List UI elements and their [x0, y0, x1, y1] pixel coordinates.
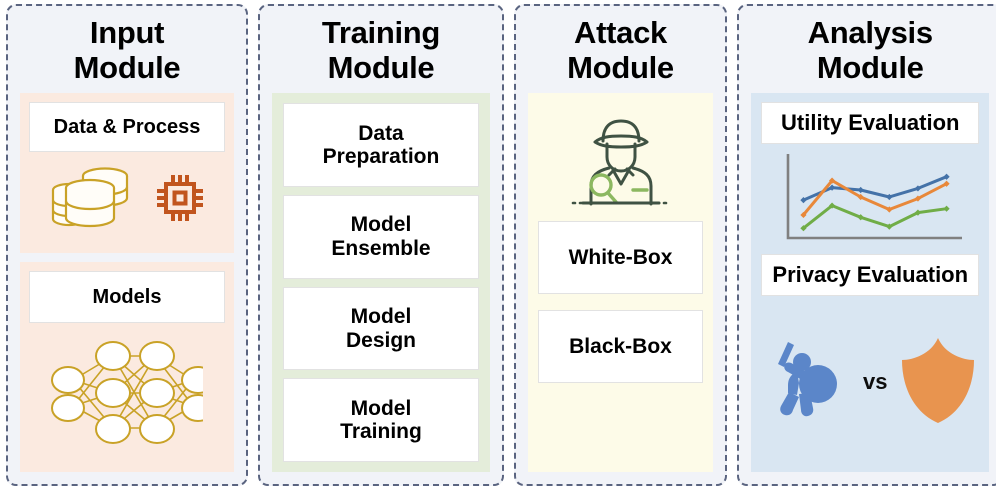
chart-marker	[857, 186, 865, 194]
privacy-icons-row: vs	[761, 296, 979, 462]
attacker-figure-icon	[761, 334, 853, 431]
chart-marker	[829, 177, 836, 184]
cpu-chip-icon	[151, 169, 209, 232]
module-training-title: Training Module	[321, 15, 441, 85]
card-black-box[interactable]: Black-Box	[538, 310, 703, 384]
training-items: Data Preparation Model Ensemble Model De…	[272, 93, 490, 472]
card-utility-evaluation[interactable]: Utility Evaluation	[761, 102, 980, 145]
card-white-box[interactable]: White-Box	[538, 221, 703, 295]
neural-network-icon	[51, 338, 215, 453]
shield-icon	[897, 334, 979, 431]
card-data-process[interactable]: Data & Process	[29, 102, 225, 153]
card-model-design[interactable]: Model Design	[283, 286, 479, 371]
group-data-process: Data & Process	[20, 93, 234, 254]
chart-marker	[915, 195, 922, 202]
models-icons	[29, 323, 225, 463]
chart-marker	[943, 205, 950, 212]
module-attack: Attack Module	[514, 4, 727, 486]
database-stack-icon	[45, 163, 137, 238]
attack-spacer	[538, 399, 703, 458]
analysis-groups: Utility Evaluation Privacy Evaluation	[751, 93, 990, 472]
card-privacy-evaluation[interactable]: Privacy Evaluation	[761, 254, 980, 297]
chart-marker	[915, 209, 922, 216]
group-privacy-evaluation: Privacy Evaluation	[761, 254, 980, 462]
chart-marker	[829, 202, 836, 209]
chart-marker	[800, 211, 807, 218]
attack-items: White-Box Black-Box	[528, 93, 713, 472]
chart-line-series-blue	[802, 175, 949, 202]
module-attack-title: Attack Module	[567, 15, 674, 85]
chart-line-series-green	[802, 204, 949, 230]
input-groups: Data & Process	[20, 93, 234, 472]
attack-icon-wrap	[538, 101, 703, 221]
utility-chart-wrap	[761, 144, 979, 254]
module-analysis-title: Analysis Module	[807, 15, 933, 85]
card-model-ensemble[interactable]: Model Ensemble	[283, 195, 479, 279]
chart-marker	[829, 184, 836, 191]
module-input: Input Module Data & Process	[6, 4, 248, 486]
line-chart-svg	[786, 153, 963, 240]
group-utility-evaluation: Utility Evaluation	[761, 102, 980, 254]
chart-line-series-orange	[802, 179, 949, 217]
vs-label: vs	[863, 369, 888, 395]
chart-marker	[943, 173, 950, 180]
data-process-icons	[29, 152, 225, 244]
line-chart-icon	[772, 150, 968, 251]
module-analysis: Analysis Module Utility Evaluation	[737, 4, 996, 486]
detective-spy-icon	[569, 111, 673, 212]
card-models[interactable]: Models	[29, 271, 225, 324]
card-model-training[interactable]: Model Training	[283, 378, 479, 462]
module-input-title: Input Module	[73, 15, 181, 85]
group-models: Models	[20, 262, 234, 472]
module-training: Training Module Data Preparation Model E…	[258, 4, 504, 486]
chart-marker	[915, 185, 922, 192]
card-data-preparation[interactable]: Data Preparation	[283, 103, 479, 188]
